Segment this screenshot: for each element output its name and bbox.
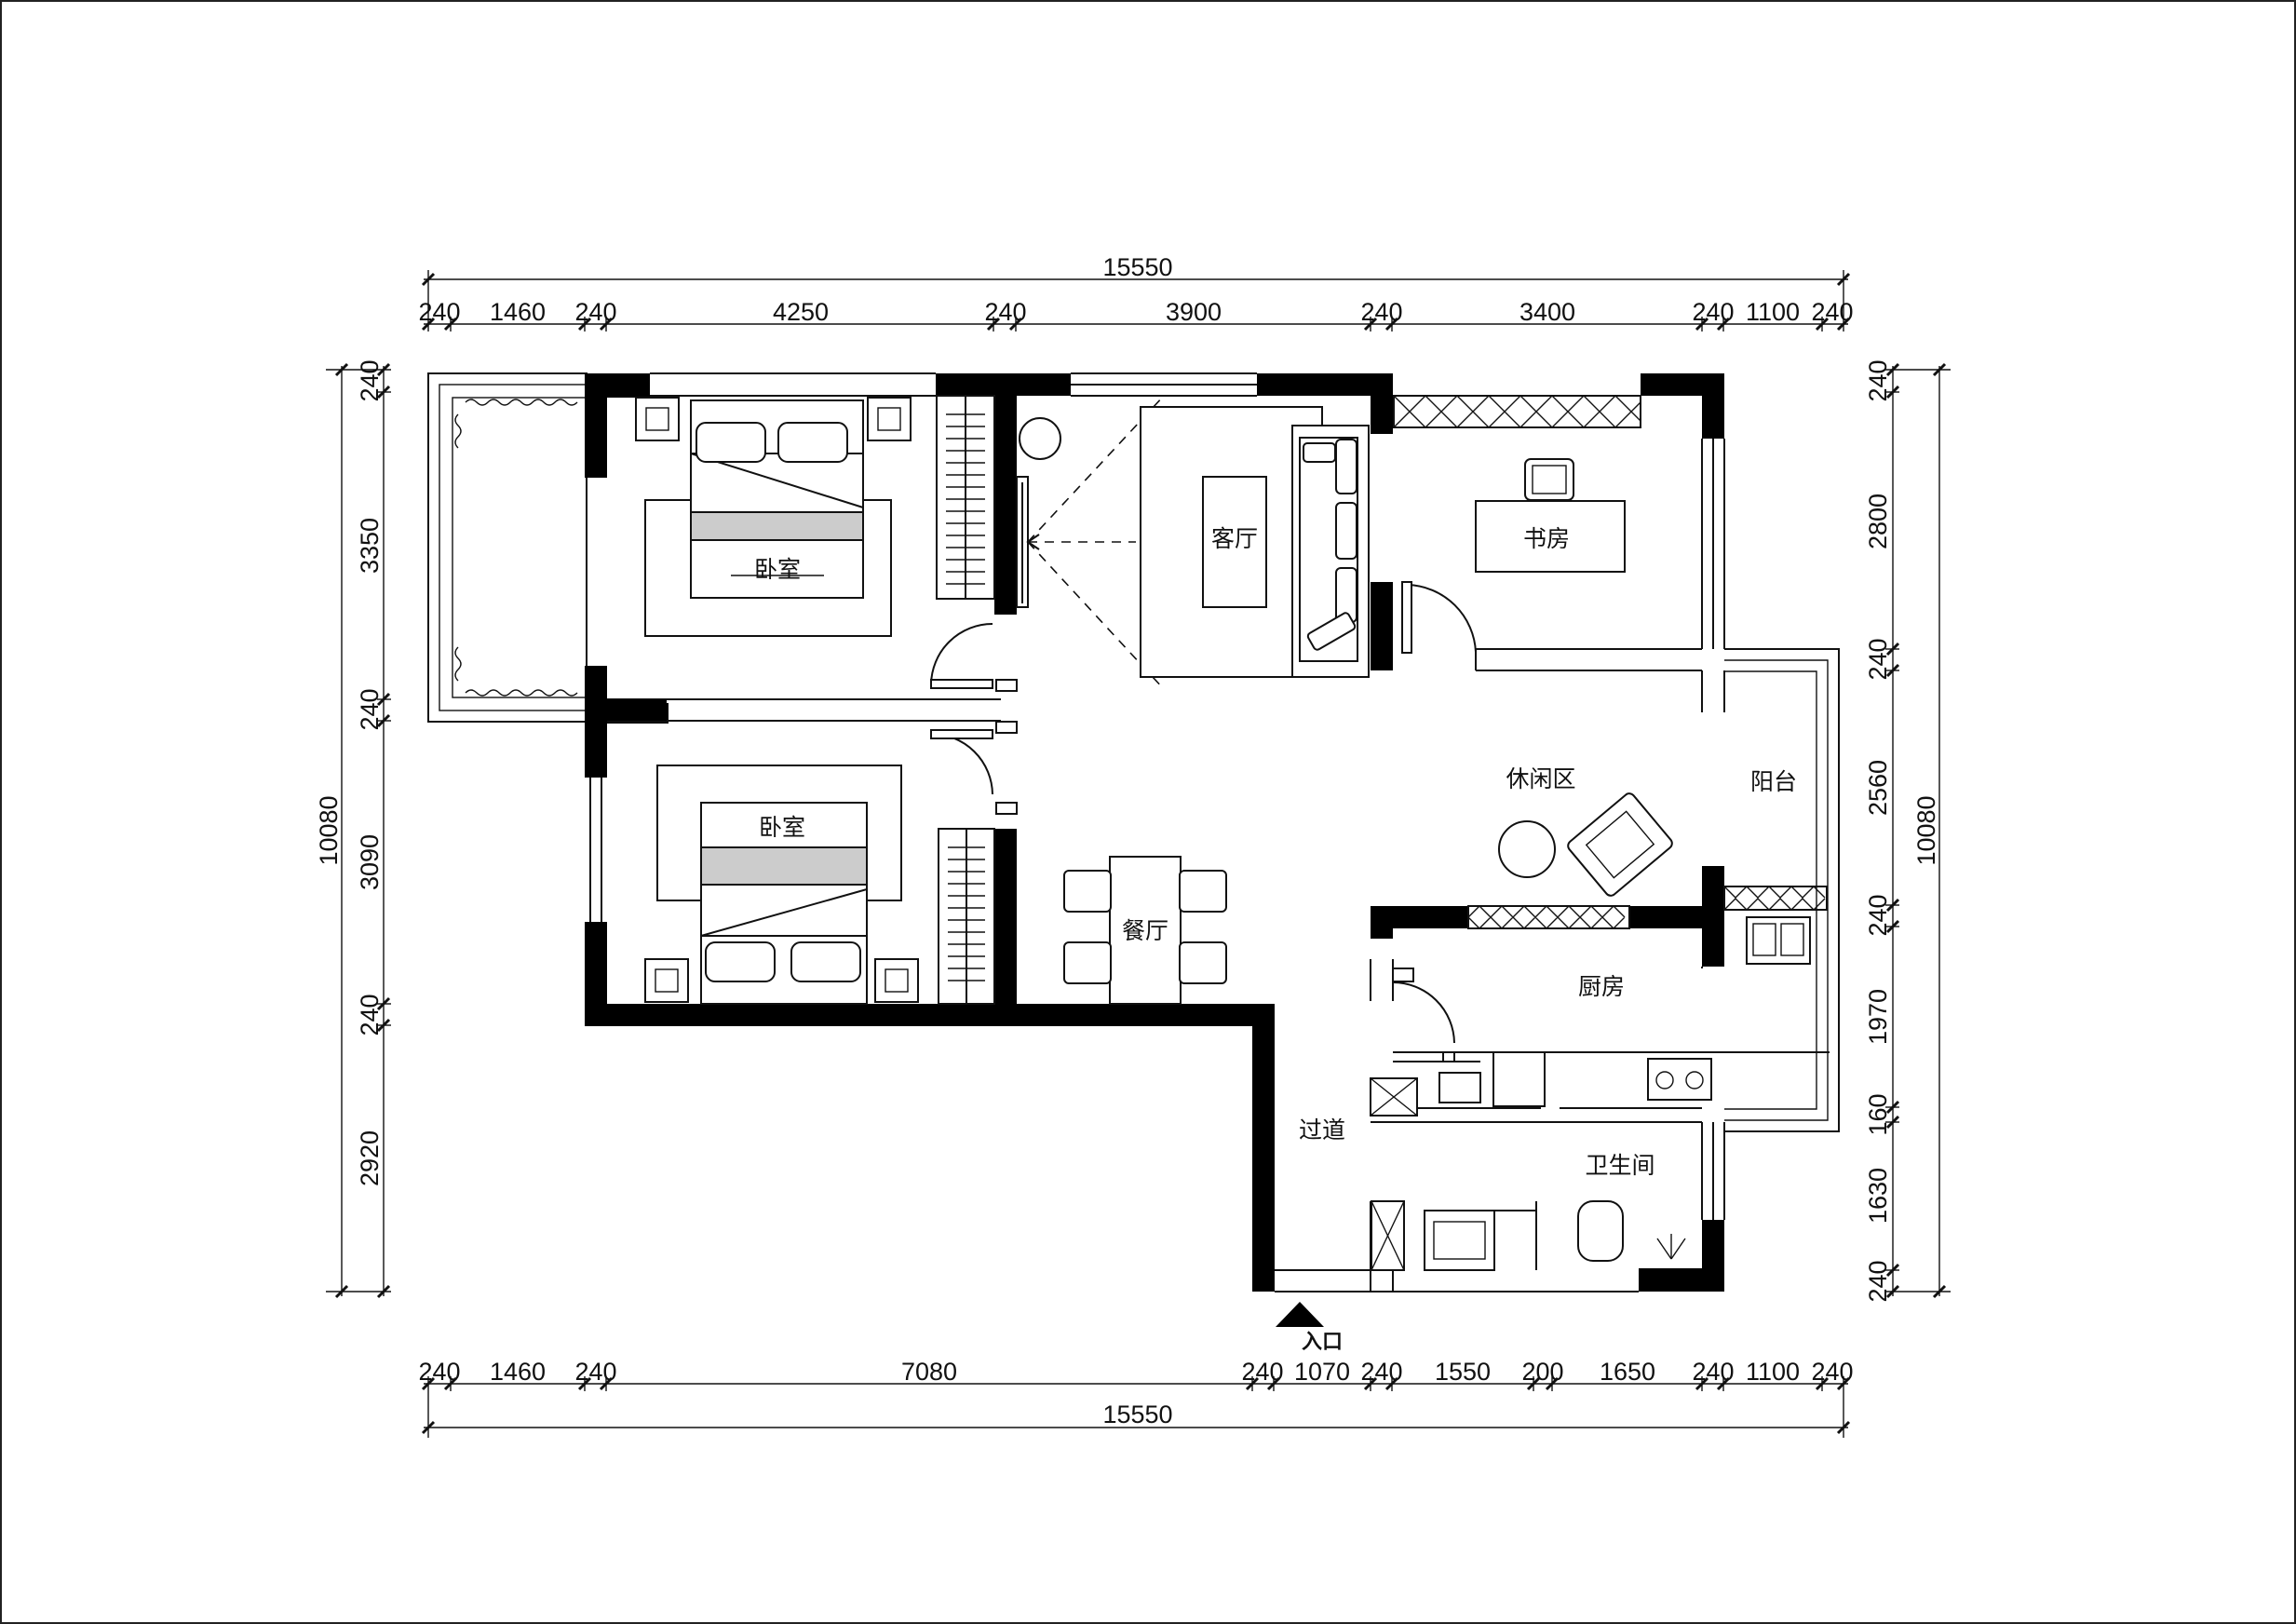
living-room-furniture <box>1140 406 1370 678</box>
top-bedroom-bed <box>644 399 892 637</box>
room-label-balcony: 阳台 <box>1750 768 1797 795</box>
svg-text:4250: 4250 <box>773 298 829 326</box>
room-label-study: 书房 <box>1523 525 1570 552</box>
svg-text:1100: 1100 <box>1746 298 1800 326</box>
bottom-bedroom-wardrobe <box>938 828 995 1005</box>
bottom-bedroom-bed <box>656 765 902 1005</box>
bottom-total-dimension: 15550 <box>1102 1401 1172 1428</box>
room-label-corridor: 过道 <box>1299 1116 1345 1144</box>
top-dimension-lines <box>421 270 1851 332</box>
top-dimension-labels: 240 1460 240 4250 240 3900 240 3400 240 … <box>418 298 1853 326</box>
room-label-kitchen: 厨房 <box>1578 973 1625 1000</box>
dining-table-set <box>1063 856 1227 1005</box>
study-furniture <box>1475 458 1626 573</box>
top-total-dimension: 15550 <box>1102 253 1172 281</box>
svg-text:240: 240 <box>1811 298 1853 326</box>
bathroom-fixtures <box>1371 1200 1686 1271</box>
svg-text:240: 240 <box>1864 1260 1892 1302</box>
room-label-dining: 餐厅 <box>1122 917 1168 944</box>
svg-text:240: 240 <box>1360 1358 1402 1386</box>
left-bay-balcony <box>427 372 588 723</box>
svg-text:240: 240 <box>1864 894 1892 936</box>
svg-text:240: 240 <box>574 1358 616 1386</box>
svg-text:240: 240 <box>1241 1358 1283 1386</box>
svg-text:2920: 2920 <box>356 1130 384 1186</box>
room-label-living: 客厅 <box>1211 525 1258 552</box>
svg-text:1460: 1460 <box>490 1358 546 1386</box>
svg-text:1070: 1070 <box>1294 1358 1350 1386</box>
entrance-label: 入口 <box>1302 1331 1343 1354</box>
bottom-bedroom-nightstands <box>644 958 919 1003</box>
bottom-dimension-labels: 240 1460 240 7080 240 1070 240 1550 200 … <box>418 1358 1853 1386</box>
svg-text:240: 240 <box>418 1358 460 1386</box>
svg-text:240: 240 <box>984 298 1026 326</box>
right-total-dimension: 10080 <box>1912 795 1940 865</box>
svg-text:200: 200 <box>1521 1358 1563 1386</box>
svg-text:1650: 1650 <box>1600 1358 1655 1386</box>
doors <box>930 581 1477 1062</box>
svg-text:240: 240 <box>418 298 460 326</box>
svg-text:1100: 1100 <box>1746 1358 1800 1386</box>
svg-text:240: 240 <box>574 298 616 326</box>
right-balcony-rail <box>1723 648 1840 1132</box>
svg-text:240: 240 <box>1811 1358 1853 1386</box>
walls <box>585 372 1725 1292</box>
svg-text:2560: 2560 <box>1864 760 1892 816</box>
svg-text:240: 240 <box>1360 298 1402 326</box>
svg-text:240: 240 <box>356 994 384 1035</box>
svg-text:240: 240 <box>1864 359 1892 401</box>
kitchen-window-hatch <box>1467 905 1630 929</box>
tv-cabinet <box>1016 476 1029 608</box>
left-total-dimension: 10080 <box>315 795 343 865</box>
top-bedroom-wardrobe <box>936 395 995 600</box>
svg-text:1970: 1970 <box>1864 989 1892 1045</box>
svg-text:240: 240 <box>1692 1358 1734 1386</box>
leisure-furniture <box>1498 792 1673 897</box>
bottom-dimension-lines <box>421 1376 1851 1438</box>
svg-text:3350: 3350 <box>356 518 384 574</box>
svg-text:7080: 7080 <box>901 1358 957 1386</box>
top-bedroom-nightstands <box>635 397 912 441</box>
view-lines <box>1019 395 1165 690</box>
svg-text:160: 160 <box>1864 1093 1892 1135</box>
svg-text:240: 240 <box>1692 298 1734 326</box>
svg-text:2800: 2800 <box>1864 494 1892 549</box>
svg-text:1460: 1460 <box>490 298 546 326</box>
room-label-leisure: 休闲区 <box>1506 765 1575 792</box>
svg-text:1550: 1550 <box>1435 1358 1491 1386</box>
svg-text:240: 240 <box>356 688 384 730</box>
right-dimension-lines <box>1885 362 1951 1299</box>
room-label-bathroom: 卫生间 <box>1585 1152 1654 1179</box>
svg-text:240: 240 <box>356 359 384 401</box>
svg-text:240: 240 <box>1864 638 1892 680</box>
svg-text:3400: 3400 <box>1519 298 1575 326</box>
room-label-bedroom-top: 卧室 <box>754 556 801 583</box>
left-dimension-lines <box>326 362 391 1299</box>
left-dimension-labels: 240 3350 240 3090 240 2920 <box>356 359 384 1186</box>
right-dimension-labels: 240 2800 240 2560 240 1970 160 1630 240 <box>1864 359 1892 1302</box>
svg-text:1630: 1630 <box>1864 1168 1892 1224</box>
kitchen-counter <box>1370 916 1830 1116</box>
room-label-bedroom-bottom: 卧室 <box>759 814 805 841</box>
svg-text:3900: 3900 <box>1166 298 1222 326</box>
svg-text:3090: 3090 <box>356 834 384 890</box>
entrance-arrow-icon <box>1276 1302 1324 1327</box>
